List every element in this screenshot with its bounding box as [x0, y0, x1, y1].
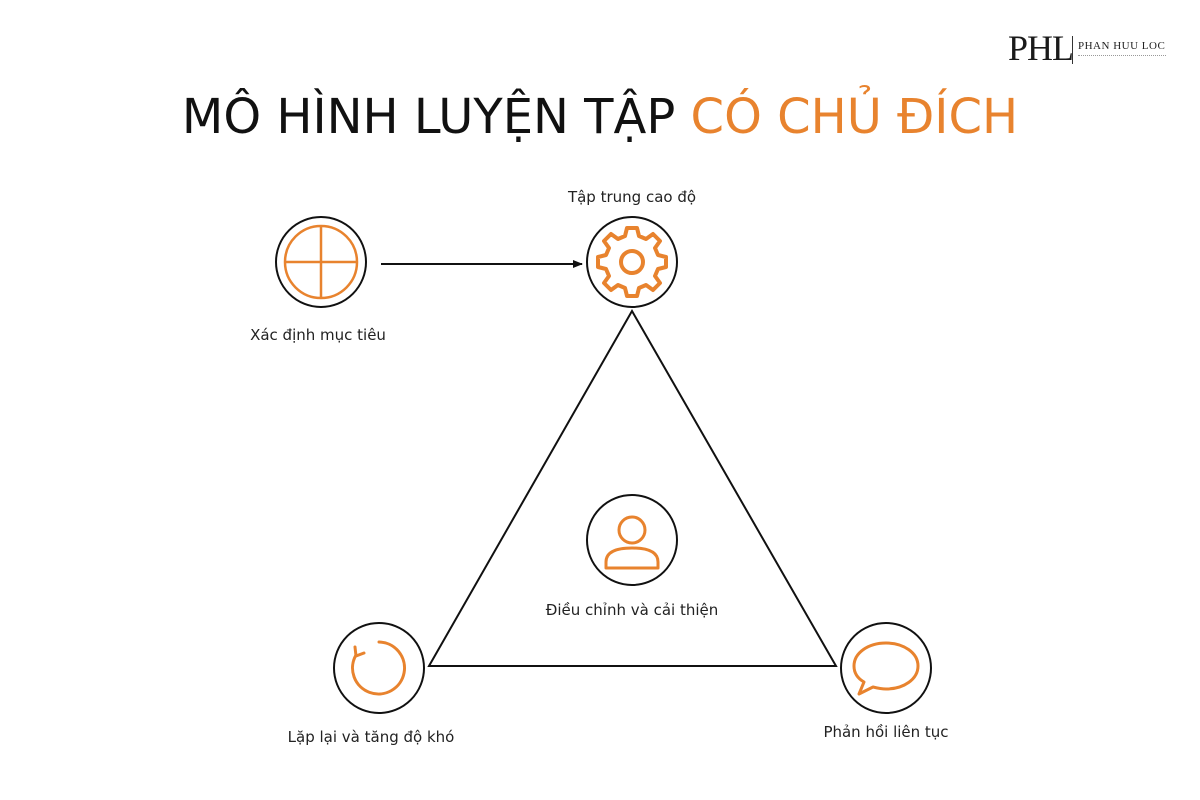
- title-part-dark: MÔ HÌNH LUYỆN TẬP: [181, 89, 691, 145]
- node-repeat-label: Lặp lại và tăng độ khó: [287, 728, 455, 746]
- node-repeat: [333, 622, 425, 714]
- refresh-icon: [351, 640, 406, 696]
- node-center: [586, 494, 678, 586]
- logo-mark: PHL: [1008, 28, 1074, 68]
- title-part-accent: CÓ CHỦ ĐÍCH: [690, 89, 1019, 145]
- node-focus-label: Tập trung cao độ: [567, 188, 697, 206]
- logo-name: PHAN HUU LOC: [1078, 40, 1166, 52]
- node-feedback-label: Phản hồi liên tục: [823, 723, 949, 741]
- node-goal: [275, 216, 367, 308]
- brand-logo: PHL PHAN HUU LOC: [1008, 30, 1168, 70]
- cycle-triangle: [427, 308, 838, 667]
- node-feedback: [840, 622, 932, 714]
- target-icon: [283, 224, 359, 300]
- node-focus: [586, 216, 678, 308]
- node-center-label: Điều chỉnh và cải thiện: [545, 601, 719, 619]
- chat-bubble-icon: [852, 641, 920, 696]
- user-icon: [604, 515, 660, 570]
- gear-icon: [596, 226, 668, 298]
- node-goal-label: Xác định mục tiêu: [250, 326, 386, 344]
- logo-divider: [1072, 36, 1073, 64]
- page-title: MÔ HÌNH LUYỆN TẬP CÓ CHỦ ĐÍCH: [0, 84, 1200, 150]
- logo-tagline-line: [1078, 55, 1166, 58]
